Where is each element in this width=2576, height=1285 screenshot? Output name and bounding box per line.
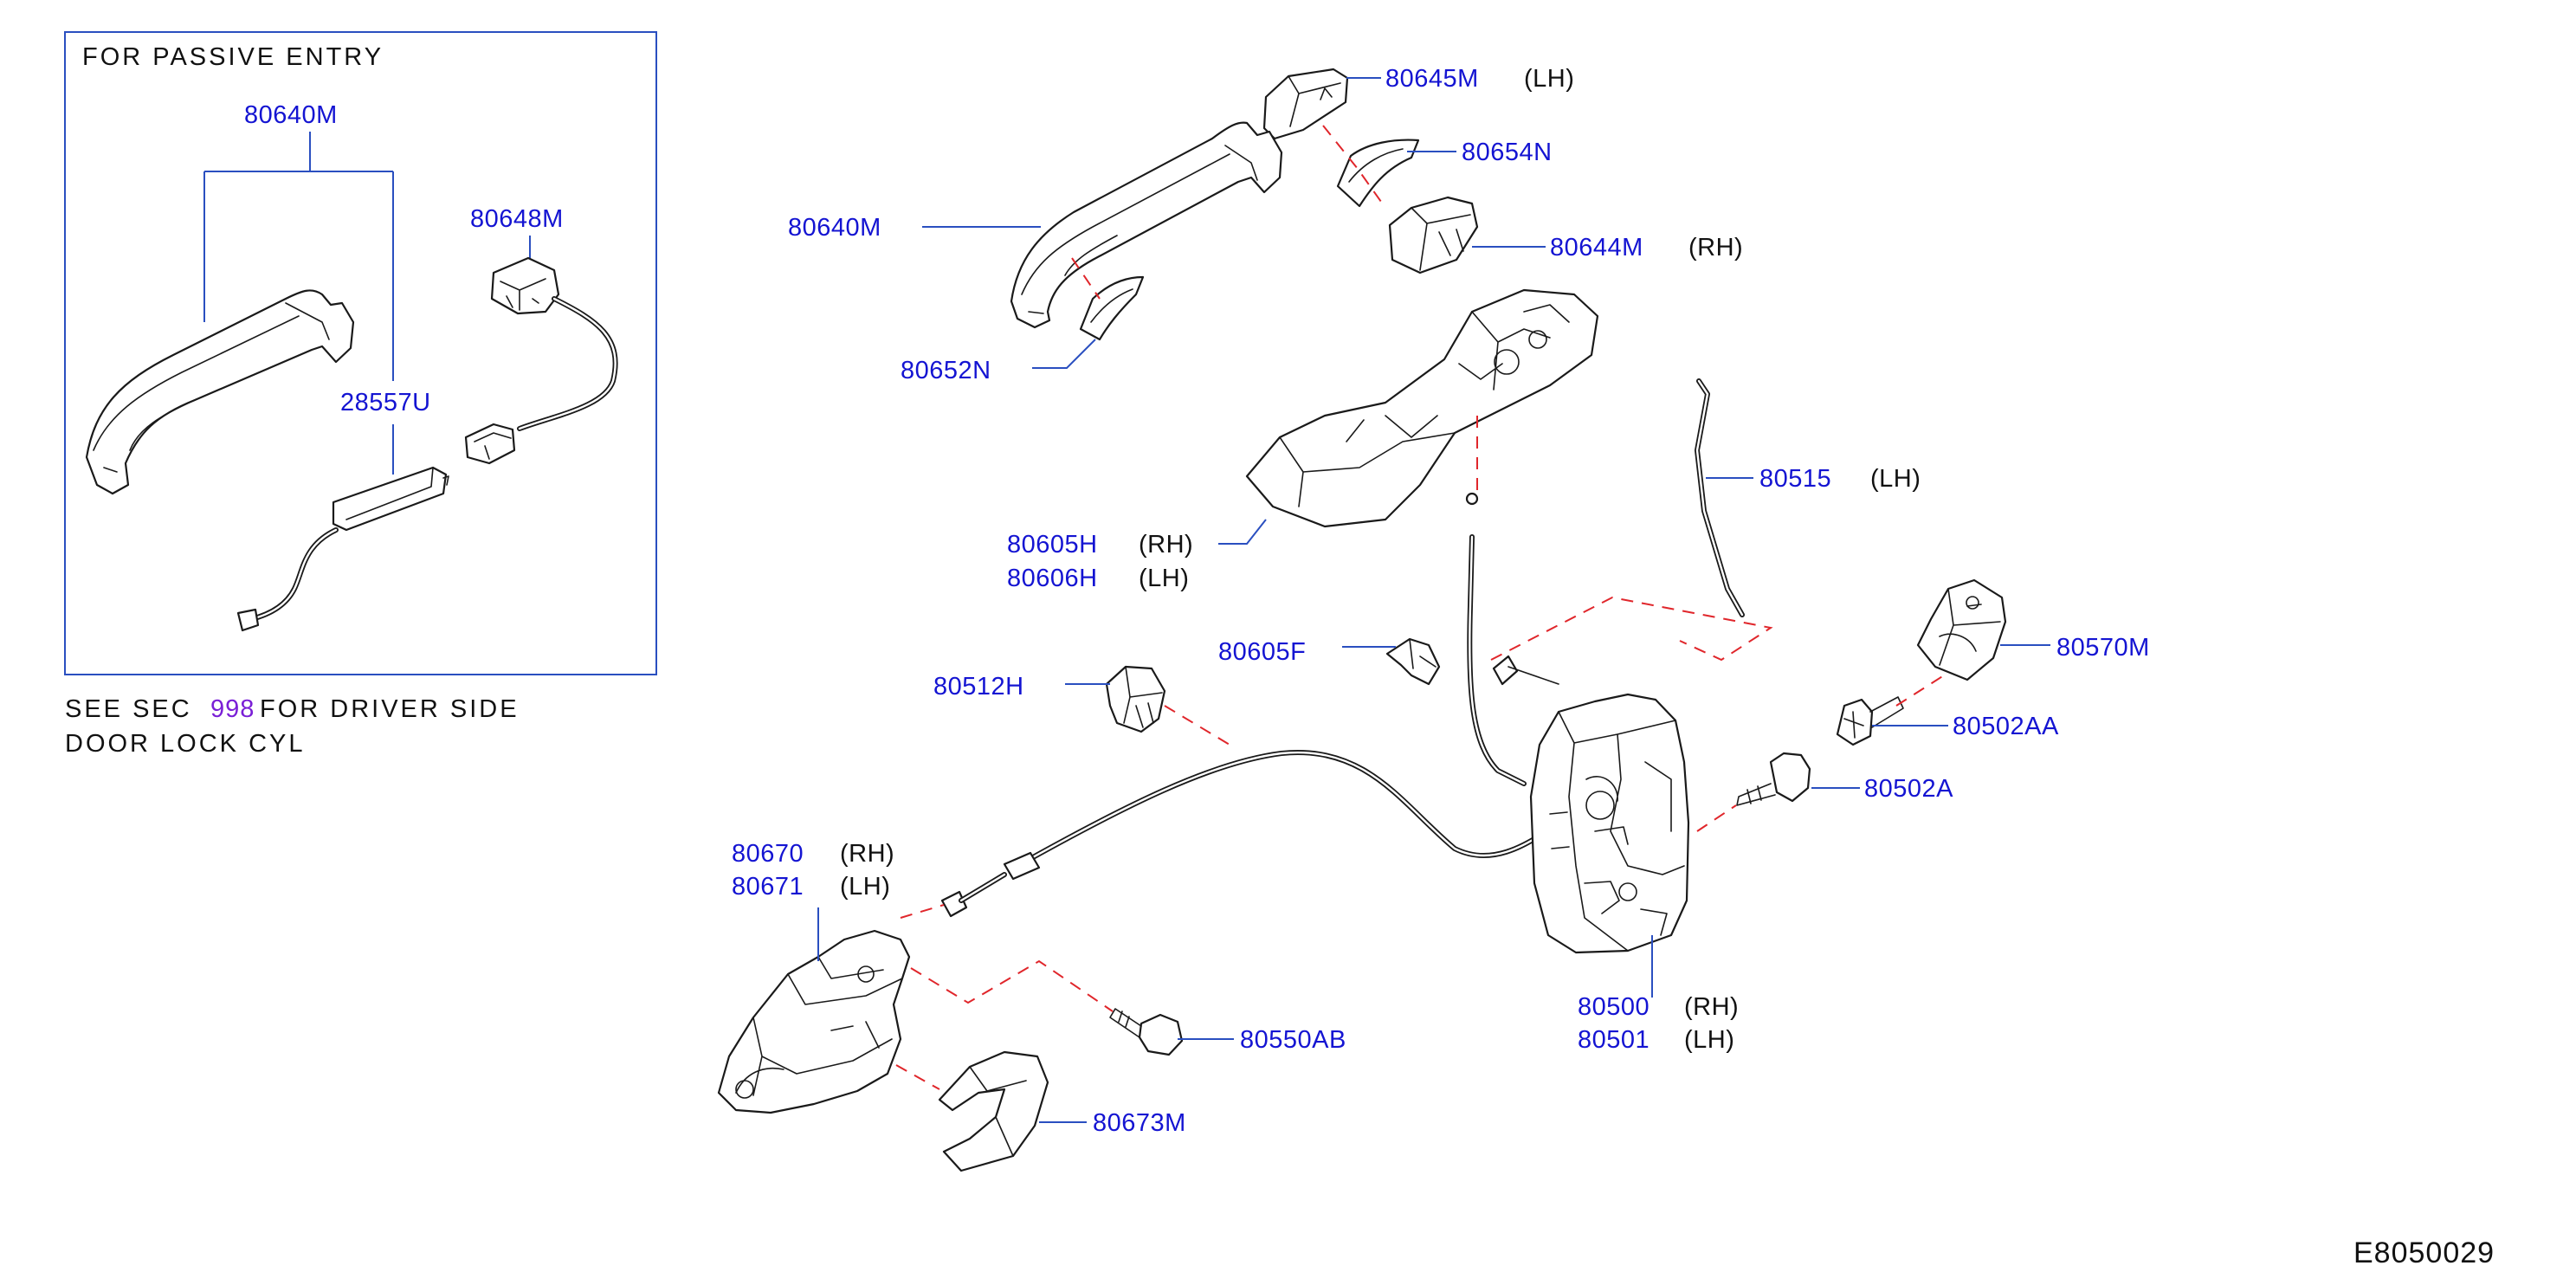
label-80570M[interactable]: 80570M: [2056, 634, 2150, 662]
suffix-80670: (RH): [840, 840, 894, 868]
assembly-dashed-lines: [895, 125, 1945, 1090]
label-80652N[interactable]: 80652N: [901, 357, 991, 384]
part-80570M-striker: [1916, 578, 2007, 681]
inset-label-sensor: 28557U: [340, 389, 431, 416]
label-80673M[interactable]: 80673M: [1093, 1109, 1186, 1137]
part-80670-inside-handle: [717, 929, 911, 1114]
inset-label-handle: 80640M: [244, 101, 338, 129]
label-80605H[interactable]: 80605H: [1007, 531, 1098, 559]
part-80550AB-screw: [1109, 1008, 1184, 1056]
label-80671[interactable]: 80671: [732, 873, 804, 901]
part-80605F-clip: [1385, 637, 1441, 686]
label-80550AB[interactable]: 80550AB: [1240, 1026, 1346, 1054]
inset-title: FOR PASSIVE ENTRY: [82, 43, 384, 71]
label-80515[interactable]: 80515: [1759, 465, 1831, 493]
part-80673M-escutcheon: [938, 1050, 1049, 1172]
part-80644M-cap: [1388, 196, 1479, 274]
part-80500-door-lock-actuator: [1492, 655, 1690, 954]
diagram-code: E8050029: [2353, 1237, 2495, 1269]
label-80500[interactable]: 80500: [1578, 993, 1650, 1021]
driver-side-note: SEE SEC 998 FOR DRIVER SIDE DOOR LOCK CY…: [65, 695, 520, 758]
outside-handle-cable: [1465, 492, 1527, 786]
part-labels: 80645M (LH) 80654N 80644M (RH) 80640M 80…: [732, 65, 2150, 1137]
suffix-80645M: (LH): [1524, 65, 1574, 93]
inset-frame: [64, 31, 657, 675]
label-80502AA[interactable]: 80502AA: [1953, 713, 2059, 740]
note-line1-before: SEE SEC: [65, 695, 192, 723]
label-80645M[interactable]: 80645M: [1385, 65, 1479, 93]
lock-cable: [940, 750, 1561, 918]
note-line1-after: FOR DRIVER SIDE: [260, 695, 520, 723]
label-80502A[interactable]: 80502A: [1864, 775, 1953, 803]
part-80645M-cap: [1262, 68, 1349, 140]
suffix-80605H: (RH): [1139, 531, 1193, 559]
part-80654N-gasket: [1336, 139, 1420, 208]
part-80605H-handle-bracket: [1245, 288, 1599, 528]
label-80501[interactable]: 80501: [1578, 1026, 1650, 1054]
part-80640M-outside-handle: [1010, 121, 1283, 329]
part-80512H-clip: [1105, 665, 1166, 733]
inset-outside-handle: [85, 289, 355, 495]
label-80644M[interactable]: 80644M: [1550, 234, 1643, 262]
note-section-reference[interactable]: 998: [210, 695, 255, 723]
passive-entry-inset: FOR PASSIVE ENTRY 80640M 28557U 80648M: [64, 31, 657, 675]
label-80606H[interactable]: 80606H: [1007, 565, 1098, 592]
suffix-80501: (LH): [1684, 1026, 1734, 1054]
label-80654N[interactable]: 80654N: [1462, 139, 1553, 166]
label-80640M[interactable]: 80640M: [788, 214, 881, 242]
inset-label-harness: 80648M: [470, 205, 564, 233]
inset-sensor-module: [236, 466, 449, 632]
suffix-80644M: (RH): [1688, 234, 1743, 262]
part-80502A-screw: [1736, 752, 1811, 806]
inset-bracket-leader: [203, 132, 394, 381]
suffix-80515: (LH): [1870, 465, 1921, 493]
part-80502AA-screw: [1836, 696, 1904, 746]
suffix-80671: (LH): [840, 873, 890, 901]
label-80670[interactable]: 80670: [732, 840, 804, 868]
part-80652N-gasket: [1079, 275, 1145, 341]
suffix-80606H: (LH): [1139, 565, 1189, 592]
label-80605F[interactable]: 80605F: [1218, 638, 1306, 666]
leader-lines: [817, 77, 2050, 1123]
note-line2: DOOR LOCK CYL: [65, 730, 306, 758]
inset-harness-connector: [464, 256, 618, 465]
part-80515-rod: [1695, 378, 1745, 617]
label-80512H[interactable]: 80512H: [933, 673, 1024, 701]
suffix-80500: (RH): [1684, 993, 1739, 1021]
